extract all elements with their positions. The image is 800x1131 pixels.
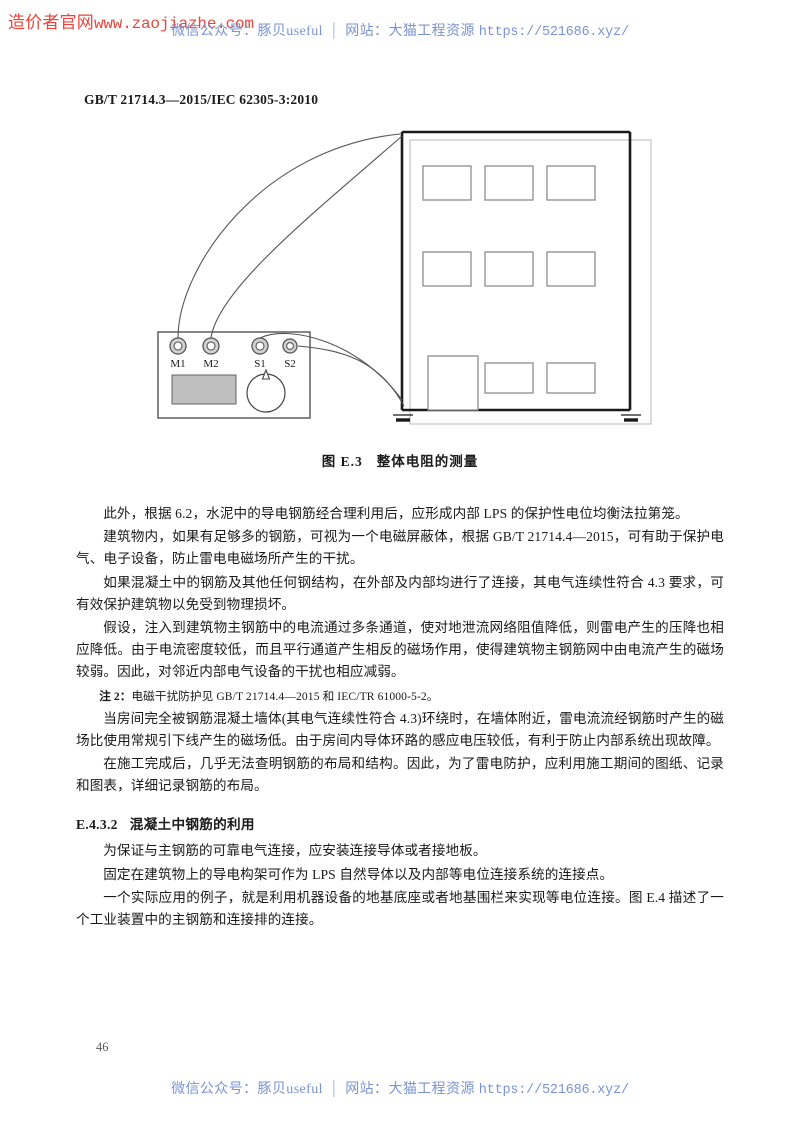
paragraph: 此外，根据 6.2，水泥中的导电钢筋经合理利用后，应形成内部 LPS 的保护性电… [103,506,689,521]
window [484,165,534,201]
site-url-top: https://521686.xyz/ [478,25,629,40]
paragraph: 在施工完成后，几乎无法查明钢筋的布局和结构。因此，为了雷电防护，应利用施工期间的… [76,756,724,794]
instrument-terminals [169,337,298,355]
site-label-bottom: 网站： [345,1082,389,1097]
section-title: 混凝土中钢筋的利用 [129,817,255,833]
note-label: 注 2： [99,689,132,703]
wechat-name-top: 豚贝useful [257,24,323,39]
window [422,165,472,201]
watermark-divider-bottom: │ [328,1082,340,1097]
instrument-dial [246,368,286,413]
terminal-s1 [251,337,269,355]
window [422,251,472,287]
wechat-name-bottom: 豚贝useful [257,1082,323,1097]
red-watermark-prefix: 造价者官网 [8,13,94,32]
terminal-label-s2: S2 [284,358,296,370]
paragraph: 建筑物内，如果有足够多的钢筋，可视为一个电磁屏蔽体，根据 GB/T 21714.… [76,529,724,567]
window [484,362,534,394]
wechat-label-top: 微信公众号： [171,24,258,39]
ground-electrode-right [621,414,641,422]
site-label-top: 网站： [345,24,389,39]
window [546,165,596,201]
section-number: E.4.3.2 [76,817,118,833]
red-site-watermark: 造价者官网www.zaojiazhe.com [8,8,254,33]
instrument-display [171,374,237,405]
lead-m2 [210,135,403,339]
site-name-top: 大猫工程资源 [388,24,475,39]
paragraph: 假设，注入到建筑物主钢筋中的电流通过多条通道，使对地泄流网络阻值降低，则雷电产生… [76,620,724,680]
paragraph: 当房间完全被钢筋混凝土墙体(其电气连续性符合 4.3)环绕时，在墙体附近，雷电流… [76,710,724,748]
site-name-bottom: 大猫工程资源 [388,1082,475,1097]
paragraph: 如果混凝土中的钢筋及其他任何钢结构，在外部及内部均进行了连接，其电气连续性符合 … [76,574,724,612]
wechat-label-bottom: 微信公众号： [171,1082,258,1097]
measurement-leads [177,133,405,407]
terminal-m2 [202,337,220,355]
terminal-label-m2: M2 [203,358,218,370]
building-door [427,355,479,411]
note-text: 电磁干扰防护见 GB/T 21714.4—2015 和 IEC/TR 61000… [131,689,439,703]
wechat-watermark-top: 微信公众号：豚贝useful │ 网站：大猫工程资源 https://521686.… [0,20,800,40]
note-line: 注 2：电磁干扰防护见 GB/T 21714.4—2015 和 IEC/TR 6… [76,686,724,707]
terminal-m1 [169,337,187,355]
window [484,251,534,287]
body-text-container: 此外，根据 6.2，水泥中的导电钢筋经合理利用后，应形成内部 LPS 的保护性电… [76,503,724,932]
standard-number-header: GB/T 21714.3—2015/IEC 62305-3:2010 [84,92,319,107]
figure-e3-diagram: M1 M2 S1 S2 [110,118,690,443]
site-url-bottom: https://521686.xyz/ [478,1083,629,1098]
wechat-watermark-bottom: 微信公众号：豚贝useful │ 网站：大猫工程资源 https://521686.… [0,1078,800,1098]
lead-m1 [177,133,401,339]
ground-electrode-left [393,414,413,422]
figure-caption-label: 图 E.3 [321,454,363,469]
terminal-label-s1: S1 [254,358,266,370]
paragraph: 为保证与主钢筋的可靠电气连接，应安装连接导体或者接地板。 [103,843,487,859]
section-heading: E.4.3.2 混凝土中钢筋的利用 [76,813,724,833]
building-outline-light [409,139,652,425]
paragraph: 固定在建筑物上的导电构架可作为 LPS 自然导体以及内部等电位连接系统的连接点。 [103,866,614,882]
page-number: 46 [96,1040,109,1054]
paragraph: 一个实际应用的例子，就是利用机器设备的地基底座或者地基围栏来实现等电位连接。图 … [76,889,724,928]
terminal-label-m1: M1 [170,358,185,370]
resistance-measurement-drawing: M1 M2 S1 S2 [157,130,652,425]
watermark-divider-top: │ [328,24,340,39]
figure-caption-title: 整体电阻的测量 [376,454,479,469]
terminal-s2 [282,338,298,354]
building-windows [422,165,596,394]
lead-s2 [297,345,405,407]
top-watermark-band: 造价者官网www.zaojiazhe.com 微信公众号：豚贝useful │ 网站… [0,0,800,56]
figure-caption: 图 E.3 整体电阻的测量 [0,450,800,470]
window [546,251,596,287]
window [546,362,596,394]
red-watermark-url: www.zaojiazhe.com [94,15,254,33]
